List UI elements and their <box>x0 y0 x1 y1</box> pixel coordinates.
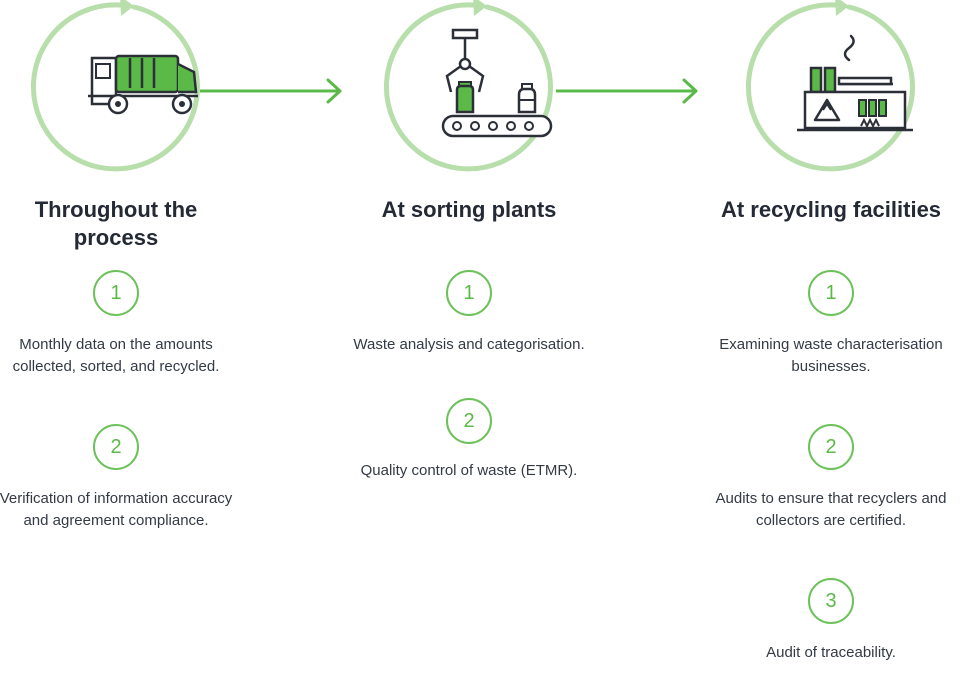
column-title: At sorting plants <box>381 197 557 222</box>
column-process: Throughout the process 1 Monthly data on… <box>0 0 236 692</box>
sorting-conveyor-icon <box>441 28 553 138</box>
process-icon-ring <box>26 0 206 180</box>
step-number-badge: 3 <box>808 578 854 624</box>
flow-arrow-icon <box>200 78 342 104</box>
column-title: At recycling facilities <box>720 197 942 222</box>
garbage-truck-icon <box>88 54 198 115</box>
column-recycling: At recycling facilities 1 Examining wast… <box>711 0 951 692</box>
step-number-badge: 2 <box>446 398 492 444</box>
step-description: Waste analysis and categorisation. <box>353 336 585 353</box>
recycling-factory-icon <box>797 34 913 132</box>
step-description: Audits to ensure that recyclers and coll… <box>715 490 947 529</box>
step-description: Examining waste characterisation busines… <box>719 336 943 375</box>
recycling-icon-ring <box>741 0 921 180</box>
column-sorting: At sorting plants 1 Waste analysis and c… <box>349 0 589 692</box>
step-description: Verification of information accuracy and… <box>0 490 233 529</box>
step-number-badge: 1 <box>93 270 139 316</box>
step-description: Monthly data on the amounts collected, s… <box>12 336 220 375</box>
step-number-badge: 2 <box>808 424 854 470</box>
step-description: Quality control of waste (ETMR). <box>360 462 578 479</box>
flow-arrow-icon <box>556 78 698 104</box>
step-description: Audit of traceability. <box>766 644 896 661</box>
step-number-badge: 2 <box>93 424 139 470</box>
column-title: Throughout the process <box>34 197 198 250</box>
step-number-badge: 1 <box>808 270 854 316</box>
sorting-icon-ring <box>379 0 559 180</box>
step-number-badge: 1 <box>446 270 492 316</box>
